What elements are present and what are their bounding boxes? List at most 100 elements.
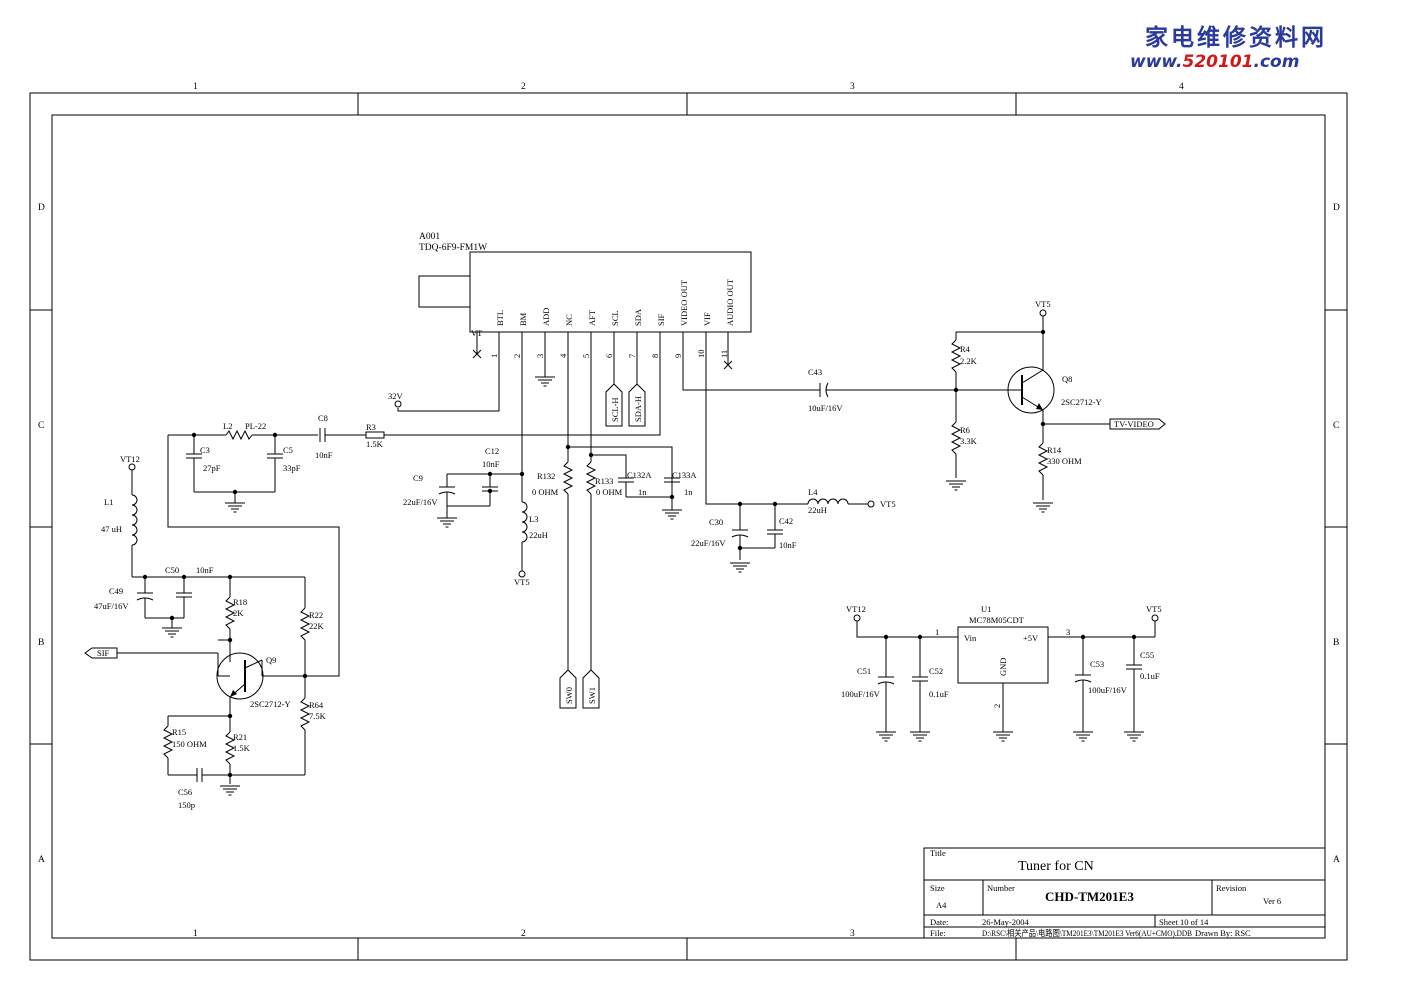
port-sw0[interactable]: SW0 [559, 669, 577, 709]
sheet-title: Tuner for CN [1018, 859, 1094, 874]
r21-ref: R21 [233, 732, 247, 742]
c51-ref: C51 [857, 666, 871, 676]
port-sda-h[interactable]: SDA-H [628, 383, 646, 427]
r132-value: 0 OHM [532, 487, 559, 497]
u1-gnd: GND [998, 658, 1008, 676]
u1-ref: U1 [981, 604, 991, 614]
file-path: D:\RSC\相关产品\电路图\TM201E3\TM201E3 Ver6(AU+… [982, 928, 1192, 938]
l4-value: 22uH [808, 505, 827, 515]
u1-value: MC78M05CDT [969, 615, 1025, 625]
col-label-1: 1 [193, 82, 198, 92]
c12-ref: C12 [485, 446, 499, 456]
c56-ref: C56 [178, 787, 192, 797]
tuner-pin-number: 4 [558, 353, 568, 358]
c50-value: 10nF [196, 565, 214, 575]
r22-ref: R22 [309, 610, 323, 620]
c52-ref: C52 [929, 666, 943, 676]
q9-ref: Q9 [266, 655, 276, 665]
col-label-2: 2 [521, 82, 526, 92]
sw0-label: SW0 [564, 687, 574, 704]
tuner-pin-name: SDA [633, 308, 643, 326]
tuner-pin-number: 3 [535, 354, 545, 358]
net-vt5-u1: VT5 [1146, 604, 1162, 614]
r4-ref: R4 [960, 344, 971, 354]
port-sw1[interactable]: SW1 [582, 669, 600, 709]
scl-h-label: SCL-H [610, 397, 620, 422]
row-label-a-right: A [1333, 855, 1340, 865]
sda-h-label: SDA-H [633, 396, 643, 422]
r6-ref: R6 [960, 425, 970, 435]
r133-value: 0 OHM [596, 487, 623, 497]
tuner-pin-number: 10 [696, 350, 706, 359]
row-label-a: A [38, 855, 45, 865]
c52-value: 0.1uF [929, 689, 949, 699]
c3-ref: C3 [200, 445, 210, 455]
c55-ref: C55 [1140, 650, 1154, 660]
r18-value: 2K [233, 608, 244, 618]
u1-pin1: 1 [935, 627, 939, 637]
tuner-pin-number: 7 [627, 354, 637, 358]
col-label-3-bottom: 3 [850, 929, 855, 939]
c49-ref: C49 [109, 586, 123, 596]
tuner-pin-name: ADD [541, 308, 551, 326]
c8-value: 10nF [315, 450, 333, 460]
c53-ref: C53 [1090, 659, 1104, 669]
c43-ref: C43 [808, 367, 822, 377]
port-tv-video[interactable]: TV-VIDEO [1109, 418, 1166, 430]
c3-value: 27pF [203, 463, 221, 473]
sheet-border: 1 2 3 4 1 2 3 D C B A D C B A [29, 82, 1348, 961]
l3-ref: L3 [529, 514, 538, 524]
c43-value: 10uF/16V [808, 403, 843, 413]
tuner-pin-name: AFT [587, 309, 597, 326]
q8-value: 2SC2712-Y [1061, 397, 1102, 407]
tuner-pin-number: 1 [489, 354, 499, 358]
c132a-ref: C132A [627, 470, 652, 480]
tuner-pin-name: SIF [656, 313, 666, 326]
r132-ref: R132 [537, 471, 555, 481]
bm-network: C9 22uF/16V C12 10nF L3 22uH VT5 [403, 446, 548, 587]
revision-label: Revision [1216, 883, 1247, 893]
c50-ref: C50 [165, 565, 179, 575]
tuner-connector [418, 275, 471, 308]
revision-value: Ver 6 [1263, 896, 1281, 906]
watermark-url: www.520101.com [1130, 52, 1299, 72]
c9-ref: C9 [413, 473, 423, 483]
u1-vin: Vin [964, 633, 977, 643]
q8-body [1007, 366, 1055, 414]
vif-network: C30 22uF/16V C42 10nF L4 22uH VT5 [691, 487, 896, 573]
tuner-pin-name: BM [518, 312, 528, 326]
r64-ref: R64 [309, 700, 324, 710]
r64-value: 7.5K [309, 711, 327, 721]
r133-ref: R133 [595, 476, 613, 486]
u1-pin3: 3 [1066, 627, 1070, 637]
r4-value: 2.2K [960, 356, 978, 366]
tuner-pin-number: 2 [512, 354, 522, 358]
drawing-number: CHD-TM201E3 [1045, 889, 1134, 904]
tuner-pin-number: 5 [581, 354, 591, 358]
watermark-chinese: 家电维修资料网 [1145, 24, 1327, 51]
tuner-pin-name: BTL [495, 310, 505, 326]
net-vt12-l1: VT12 [120, 454, 140, 464]
u1-vout: +5V [1023, 633, 1039, 643]
l3-value: 22uH [529, 530, 548, 540]
c133a-ref: C133A [672, 470, 697, 480]
tuner-part: TDQ-6F9-FM1W [419, 243, 487, 253]
port-scl-h[interactable]: SCL-H [605, 383, 623, 427]
sw-network: R132 0 OHM R133 0 OHM C132A 1n C133A 1n [532, 446, 697, 670]
tuner-pin-name: SCL [610, 310, 620, 326]
net-vt5-l4: VT5 [880, 499, 896, 509]
tuner-pin-number: 8 [650, 354, 660, 358]
row-label-b-right: B [1333, 638, 1339, 648]
c5-value: 33pF [283, 463, 301, 473]
c49-value: 47uF/16V [94, 601, 129, 611]
tuner-pin-name: NC [564, 314, 574, 326]
c55-value: 0.1uF [1140, 671, 1160, 681]
number-label: Number [987, 883, 1015, 893]
sif-amplifier: VT12 L1 47 uH C49 47uF/16V C50 10nF R18 … [94, 454, 327, 810]
r14-ref: R14 [1047, 445, 1062, 455]
r14-value: 330 OHM [1047, 456, 1082, 466]
port-sif[interactable]: SIF [84, 647, 118, 659]
row-label-d: D [38, 203, 45, 213]
c30-ref: C30 [709, 517, 723, 527]
